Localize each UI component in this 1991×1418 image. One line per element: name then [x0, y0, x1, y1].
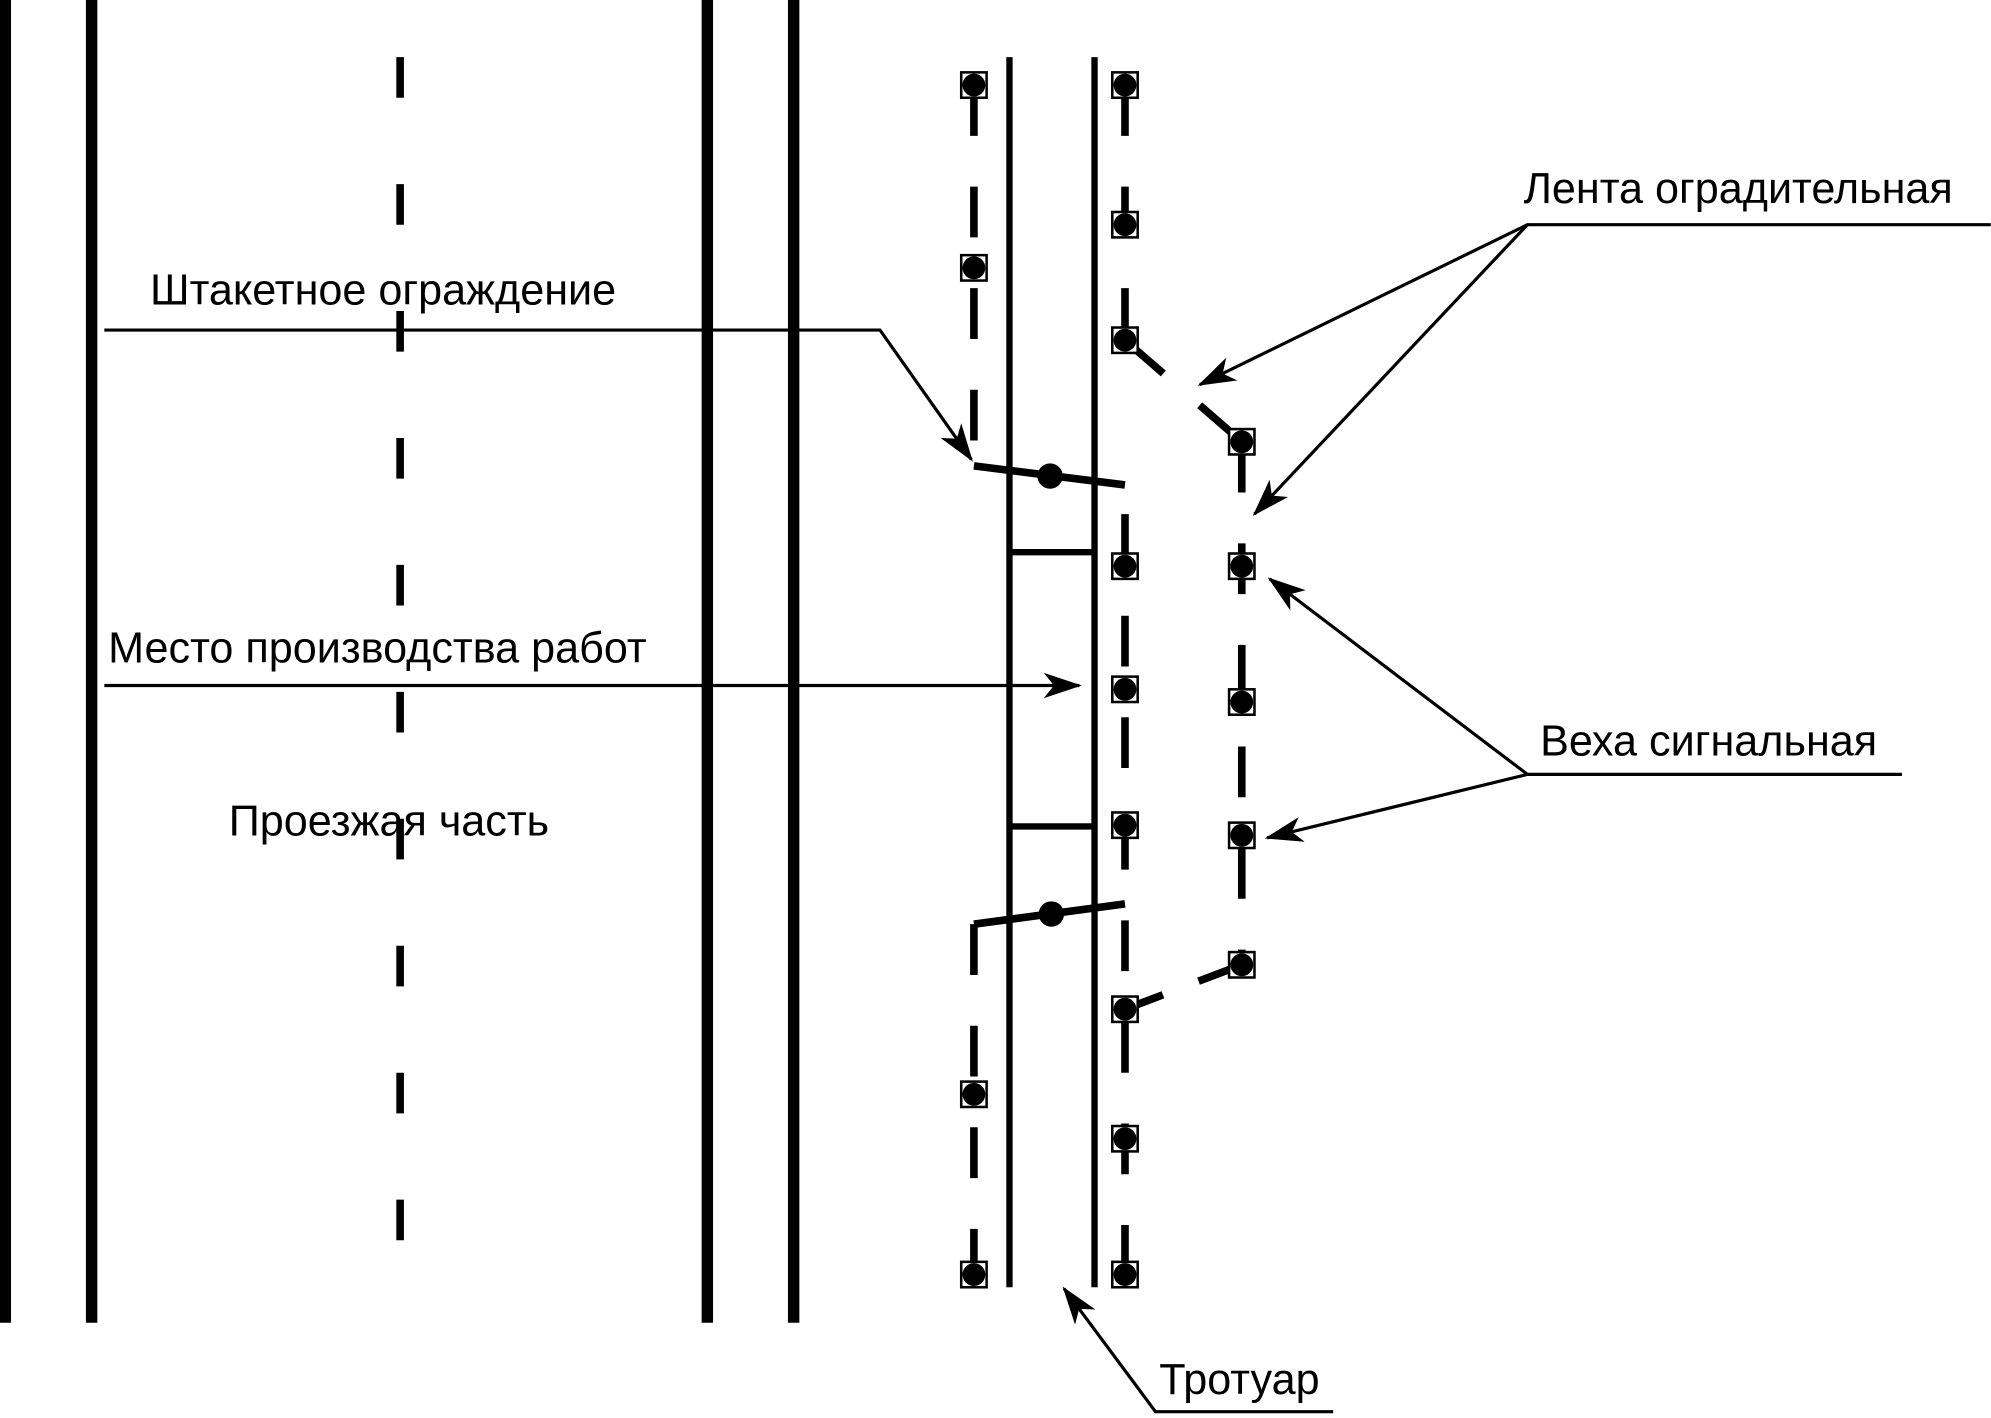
signal-post-icon [1111, 71, 1139, 100]
label-signal-post: Веха сигнальная [1540, 717, 1877, 765]
signal-post-icon [1111, 995, 1139, 1024]
signal-post-icon [1111, 675, 1139, 704]
signal-post-icon [959, 1260, 988, 1289]
fence-post-dot [1038, 901, 1065, 927]
signal-post-icon [1111, 1124, 1139, 1153]
label-tape: Лента оградительная [1524, 165, 1953, 213]
label-fence: Штакетное ограждение [150, 267, 616, 315]
barrier-tape [970, 85, 1246, 1275]
signal-post-icon [1227, 427, 1256, 456]
signal-post-icon [1111, 210, 1139, 239]
signal-post-icon [1227, 552, 1256, 581]
signal-post-icon [959, 71, 988, 100]
signal-posts [959, 71, 1256, 1289]
signal-post-icon [1111, 552, 1139, 581]
label-roadway: Проезжая часть [229, 797, 549, 845]
picket-fence [973, 462, 1126, 928]
signal-post-icon [1111, 326, 1139, 355]
label-work-site: Место производства работ [108, 625, 647, 673]
leader-lines [104, 223, 1991, 1414]
road-edge-lines [0, 0, 800, 1323]
signal-post-icon [1227, 950, 1256, 979]
sidewalk-lines [1006, 57, 1098, 1288]
label-sidewalk: Тротуар [1159, 1356, 1319, 1404]
signal-post-icon [959, 253, 988, 282]
signal-post-icon [1111, 1260, 1139, 1289]
signal-post-icon [1227, 821, 1256, 850]
signal-post-icon [1111, 811, 1139, 840]
signal-post-icon [1227, 688, 1256, 716]
fence-post-dot [1037, 463, 1063, 489]
signal-post-icon [959, 1080, 988, 1109]
